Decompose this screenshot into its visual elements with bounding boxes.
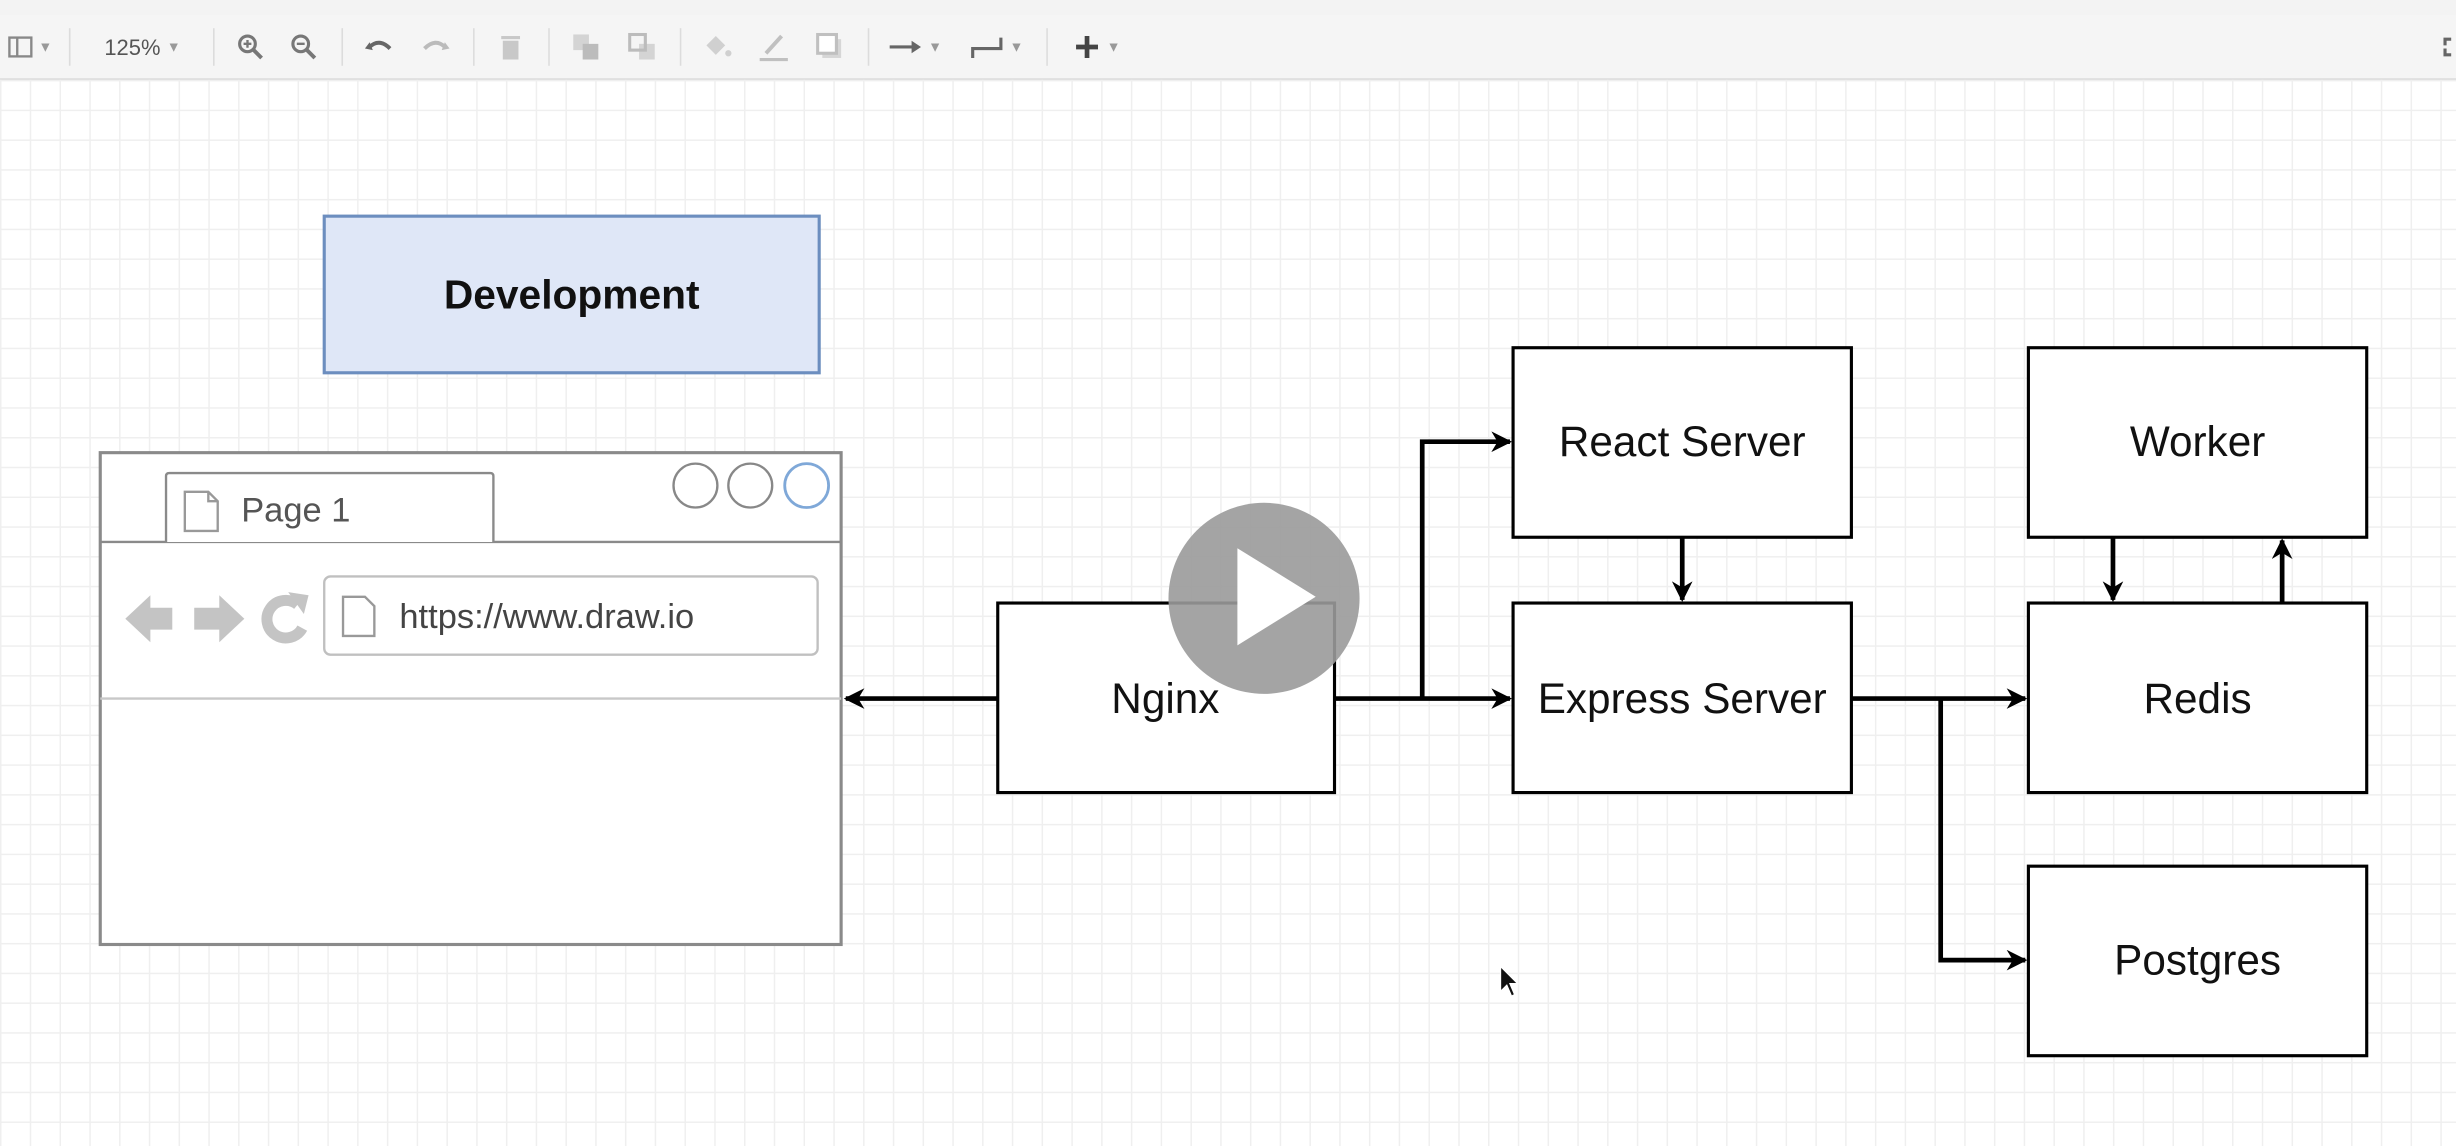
waypoints-button[interactable]: ▼ <box>962 16 1031 79</box>
to-front-icon <box>573 34 599 60</box>
edge-express-to-postgres[interactable] <box>1938 698 2028 971</box>
chevron-down-icon: ▼ <box>1106 39 1121 55</box>
line-color-icon <box>759 34 788 62</box>
insert-button[interactable]: ▼ <box>1062 16 1131 79</box>
play-button[interactable] <box>1168 502 1360 694</box>
line-color-button[interactable] <box>755 16 793 79</box>
zoom-in-button[interactable] <box>232 16 270 79</box>
node-express-server[interactable]: Express Server <box>1511 601 1853 795</box>
back-arrow-icon[interactable] <box>125 595 173 643</box>
format-panel-icon <box>7 36 32 58</box>
mouse-cursor-icon <box>1499 964 1520 998</box>
node-worker[interactable]: Worker <box>2026 346 2369 539</box>
connection-icon <box>888 40 921 54</box>
window-circle-icon[interactable] <box>672 462 719 509</box>
page-icon <box>341 595 376 638</box>
undo-button[interactable] <box>360 16 398 79</box>
zoom-in-icon <box>238 34 263 60</box>
fullscreen-icon <box>2443 37 2452 57</box>
node-react-server[interactable]: React Server <box>1511 346 1853 539</box>
node-postgres[interactable]: Postgres <box>2026 864 2369 1058</box>
format-panel-button[interactable]: ▼ <box>0 16 60 79</box>
tab-title: Page 1 <box>241 492 350 530</box>
browser-mockup[interactable]: Page 1 https://www.draw.io <box>98 451 843 947</box>
zoom-level: 125% <box>104 34 161 60</box>
chevron-down-icon: ▼ <box>928 39 943 55</box>
chevron-down-icon: ▼ <box>38 39 53 55</box>
connection-button[interactable]: ▼ <box>883 16 946 79</box>
url-text: https://www.draw.io <box>399 598 694 636</box>
insert-icon <box>1075 36 1098 58</box>
reload-icon[interactable] <box>261 592 309 644</box>
zoom-select[interactable]: 125% ▼ <box>81 16 203 79</box>
to-front-button[interactable] <box>567 16 605 79</box>
node-label: Nginx <box>1111 675 1219 722</box>
url-field[interactable]: https://www.draw.io <box>323 575 819 656</box>
node-label: Postgres <box>2114 937 2281 984</box>
undo-icon <box>364 40 392 51</box>
toolbar: ▼ 125% ▼ <box>0 15 2456 80</box>
shadow-icon <box>816 32 842 58</box>
development-label: Development <box>444 271 700 317</box>
redo-icon <box>423 40 450 51</box>
node-label: React Server <box>1559 418 1806 465</box>
node-label: Worker <box>2130 418 2265 465</box>
fullscreen-button[interactable] <box>2431 16 2456 79</box>
edge-nginx-to-react[interactable] <box>1419 431 1513 699</box>
waypoints-icon <box>970 37 1002 58</box>
title-strip <box>0 0 2456 16</box>
chevron-down-icon: ▼ <box>1009 39 1024 55</box>
fill-color-icon <box>706 36 732 57</box>
browser-tab[interactable]: Page 1 <box>164 471 495 542</box>
zoom-out-icon <box>291 34 317 60</box>
redo-button[interactable] <box>417 16 455 79</box>
zoom-out-button[interactable] <box>285 16 323 79</box>
node-redis[interactable]: Redis <box>2026 601 2369 795</box>
delete-icon <box>501 36 521 60</box>
play-icon <box>1237 548 1316 646</box>
chevron-down-icon: ▼ <box>166 39 181 55</box>
to-back-icon <box>628 32 655 60</box>
forward-arrow-icon[interactable] <box>194 595 245 643</box>
fill-color-button[interactable] <box>699 16 737 79</box>
delete-button[interactable] <box>492 16 530 79</box>
page-icon <box>183 490 219 533</box>
window-circle-icon[interactable] <box>727 462 774 509</box>
node-label: Redis <box>2144 675 2252 722</box>
to-back-button[interactable] <box>623 16 661 79</box>
development-box[interactable]: Development <box>322 214 821 375</box>
window-circle-icon[interactable] <box>783 462 830 509</box>
node-label: Express Server <box>1538 675 1827 722</box>
shadow-button[interactable] <box>811 16 849 79</box>
